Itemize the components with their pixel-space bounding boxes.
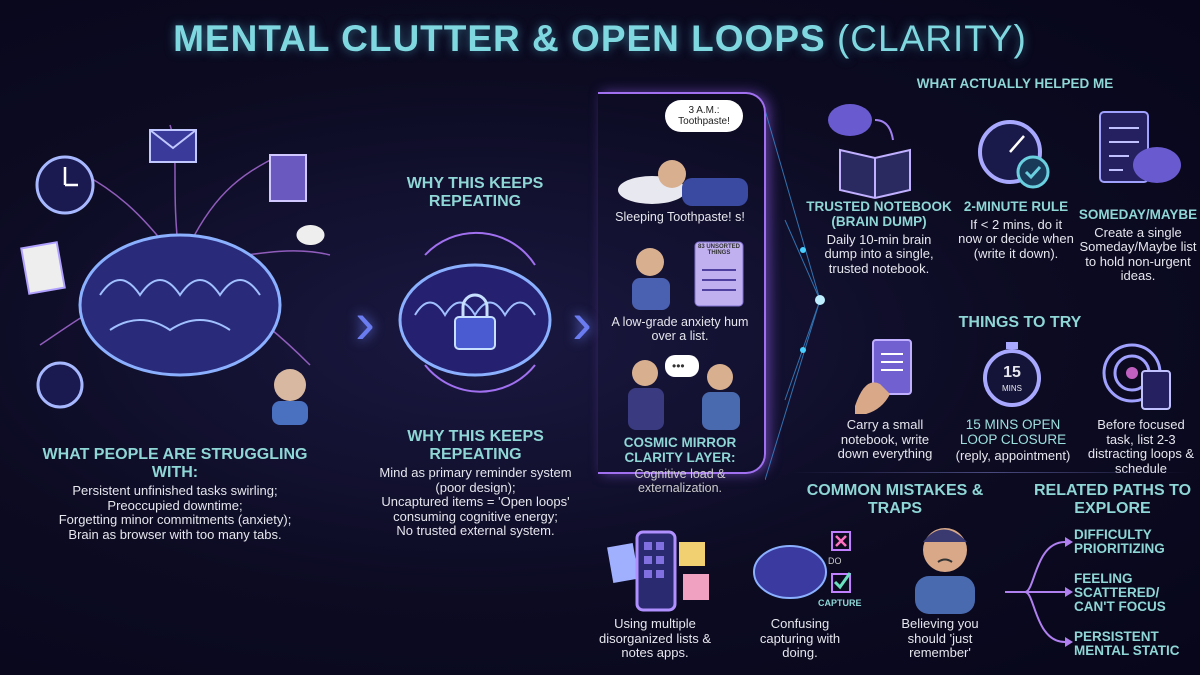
try-item-body: Before focused task, list 2-3 distractin… [1087,417,1195,476]
anxiety-caption: A low-grade anxiety hum over a list. [611,315,749,343]
helped-item: 2-MINUTE RULE If < 2 mins, do it now or … [958,199,1074,261]
mistakes-heading: COMMON MISTAKES & TRAPS [806,482,984,517]
why-line: Uncaptured items = 'Open loops' consumin… [381,494,570,524]
struggling-section: WHAT PEOPLE ARE STRUGGLING WITH: Persist… [30,446,320,542]
struggling-line: Brain as browser with too many tabs. [68,526,282,542]
timer-icon [980,340,1044,410]
mistake-item-body: Believing you should 'just remember' [901,616,979,661]
related-path-link[interactable]: PERSISTENT MENTAL STATIC [1074,629,1180,659]
mirror-body: Cognitive load & externalization. [634,466,726,495]
helped-item-body: If < 2 mins, do it now or decide when (w… [958,216,1074,261]
hand-notebook-icon [845,336,925,414]
related-path-link[interactable]: FEELING SCATTERED/ CAN'T FOCUS [1074,571,1166,615]
helped-item-body: Daily 10-min brain dump into a single, t… [824,231,934,276]
struggling-line: Persistent unfinished tasks swirling; [72,483,278,499]
capture-label: CAPTURE [818,598,862,608]
brain-notebook-icon [825,100,925,200]
light-beam-decoration [765,100,835,480]
svg-text:•••: ••• [672,359,685,373]
related-heading: RELATED PATHS TO EXPLORE [1033,482,1192,517]
page-title: MENTAL CLUTTER & OPEN LOOPS (CLARITY) [0,18,1200,60]
why-line: No trusted external system. [396,523,555,539]
why-heading: WHY THIS KEEPS REPEATING [407,428,544,463]
helped-item: TRUSTED NOTEBOOK (BRAIN DUMP) Daily 10-m… [803,199,955,276]
locked-brain-icon [385,225,565,400]
why-section: WHY THIS KEEPS REPEATING Mind as primary… [378,428,573,539]
branch-arrows-icon [1005,530,1075,650]
unsorted-list-label: 83 UNSORTED THINGS [697,244,740,256]
chevron-right-icon: › [572,289,592,356]
swirling-brain-illustration [10,95,350,425]
struggling-line: Preoccupied downtime; [107,497,243,513]
why-line: Mind as primary reminder system (poor de… [379,465,572,495]
struggling-heading: WHAT PEOPLE ARE STRUGGLING WITH: [42,446,308,481]
examples-panel [598,92,766,474]
helped-item-title: 2-MINUTE RULE [963,199,1069,214]
mirror-section: COSMIC MIRROR CLARITY LAYER: Cognitive l… [600,435,760,495]
struggling-body: Persistent unfinished tasks swirling; Pr… [59,484,292,542]
try-item-body: Carry a small notebook, write down every… [837,417,933,462]
helped-item: SOMEDAY/MAYBE Create a single Someday/Ma… [1077,207,1199,284]
timer-number: 15 [1003,364,1021,381]
conversation-icon: ••• [620,355,750,430]
brain-do-capture-icon [750,530,870,610]
sleeping-caption: Sleeping Toothpaste! s! [615,210,745,224]
mistake-item-body: Confusing capturing with doing. [759,616,841,661]
title-main: MENTAL CLUTTER & OPEN LOOPS [173,18,826,59]
mirror-heading: COSMIC MIRROR CLARITY LAYER: [623,435,737,465]
sleeping-person-icon [612,150,752,208]
mistake-item-body: Using multiple disorganized lists & note… [599,616,711,661]
helped-item-title: TRUSTED NOTEBOOK (BRAIN DUMP) [806,199,952,229]
phone-notes-icon [605,530,715,615]
stopwatch-check-icon [975,110,1055,190]
try-item-body: (reply, appointment) [955,447,1071,463]
try-item: 15 MINS OPEN LOOP CLOSURE (reply, appoin… [946,417,1080,463]
related-path-link[interactable]: DIFFICULTY PRIORITIZING [1074,527,1165,557]
helped-item-body: Create a single Someday/Maybe list to ho… [1079,224,1197,284]
section-divider [790,472,1190,473]
alarm-clock-icon [36,361,84,409]
why-body: Mind as primary reminder system (poor de… [378,465,573,539]
try-item-title: 15 MINS OPEN LOOP CLOSURE [959,417,1067,447]
do-label: DO [828,556,842,566]
helped-heading: WHAT ACTUALLY HELPED ME [916,76,1114,91]
target-clipboard-icon [1100,337,1180,415]
helped-item-title: SOMEDAY/MAYBE [1078,207,1198,222]
title-sub: (CLARITY) [836,18,1027,59]
checklist-brain-icon [1095,110,1185,190]
why-top-heading: WHY THIS KEEPS REPEATING [406,175,544,210]
struggling-line: Forgetting minor commitments (anxiety); [58,512,292,528]
chevron-right-icon: › [355,289,375,356]
anxious-person-list-icon [620,240,750,310]
thought-bubble: 3 A.M.: Toothpaste! [665,100,743,132]
try-heading: THINGS TO TRY [958,314,1082,331]
worried-person-icon [905,510,985,615]
timer-unit: MINS [1002,384,1022,393]
